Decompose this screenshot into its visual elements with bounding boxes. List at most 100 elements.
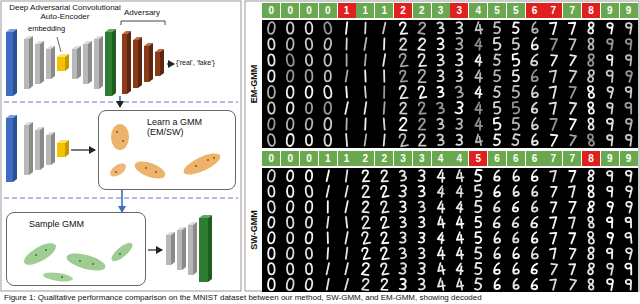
digit-stroke — [568, 71, 576, 83]
layer-slab — [88, 41, 92, 84]
digit-stroke — [569, 217, 576, 228]
digit-stroke — [305, 232, 313, 244]
column-digit: 9 — [626, 6, 632, 16]
flow-arrow — [71, 149, 95, 150]
sample-dot — [155, 171, 157, 173]
digit-stroke — [512, 134, 520, 146]
digit-stroke — [381, 263, 389, 275]
dashed-separator — [4, 102, 238, 103]
digit-stroke — [305, 38, 313, 50]
column-digit: 3 — [419, 154, 425, 164]
digit-stroke — [625, 119, 632, 130]
sample-dot — [61, 276, 63, 278]
digit-stroke — [399, 118, 407, 131]
embedding-cube — [57, 57, 65, 71]
digit-stroke — [437, 54, 443, 65]
digit-stroke — [531, 86, 538, 98]
digit-stroke — [305, 118, 313, 130]
digit-stroke — [324, 134, 331, 146]
digit-stroke — [306, 248, 313, 259]
digit-stroke — [475, 232, 482, 243]
digit-stroke — [625, 248, 632, 259]
digit-stroke — [512, 247, 519, 258]
digit-stroke — [550, 23, 558, 35]
adversary-slab — [155, 52, 160, 76]
figure-heading: Deep Adversarial Convolutional Auto-Enco… — [4, 3, 126, 21]
digit-stroke — [569, 249, 576, 259]
digit-stroke — [383, 38, 384, 49]
column-digit: 4 — [457, 154, 463, 164]
autoencoder-network — [6, 21, 174, 96]
gaussian-blob — [65, 250, 107, 274]
digit-stroke — [287, 216, 294, 228]
layer-slab — [35, 130, 40, 170]
digit-stroke — [286, 38, 294, 50]
sample-grid — [262, 168, 638, 292]
digit-stroke — [419, 186, 425, 196]
input-slab — [6, 118, 13, 182]
digit-stroke — [286, 134, 294, 147]
digit-stroke — [286, 278, 294, 291]
header-cell: 0 — [281, 151, 299, 166]
column-digit: 5 — [494, 6, 500, 16]
digit-stroke — [306, 263, 312, 274]
digit-stroke — [383, 54, 385, 66]
column-digit: 2 — [400, 6, 406, 16]
panel-border — [1, 1, 241, 291]
header-cell: 0 — [300, 3, 318, 18]
gaussian-blob — [181, 149, 223, 179]
digit-stroke — [531, 247, 538, 259]
digit-stroke — [268, 118, 276, 130]
digit-stroke — [364, 38, 366, 50]
output-slab — [199, 218, 208, 282]
sample-dot — [122, 140, 124, 142]
step-arrow — [119, 96, 121, 107]
output-label-box: {'real', 'fake'} — [176, 59, 215, 67]
digit-stroke — [607, 135, 612, 145]
digit-stroke — [268, 102, 275, 114]
digit-stroke — [531, 54, 539, 66]
digit-stroke — [345, 201, 347, 213]
digit-stroke — [569, 279, 576, 290]
digit-stroke — [607, 119, 613, 130]
digit-stroke — [625, 202, 632, 213]
digit-stroke — [362, 216, 369, 228]
digit-stroke — [419, 102, 426, 114]
digit-stroke — [419, 279, 425, 290]
digit-stroke — [346, 170, 348, 182]
digit-stroke — [267, 22, 275, 35]
digit-stroke — [287, 118, 294, 130]
digit-stroke — [456, 263, 463, 274]
digit-stroke — [589, 38, 594, 49]
digit-stroke — [626, 87, 632, 98]
layer-slab — [24, 39, 29, 89]
digit-stroke — [494, 86, 501, 97]
digit-stroke — [569, 55, 576, 66]
digit-stroke — [438, 201, 445, 212]
header-cell: 2 — [375, 151, 393, 166]
digit-stroke — [437, 232, 445, 243]
layer-slab — [40, 41, 44, 84]
gmm-sample-box: Sample GMM — [6, 212, 146, 286]
layer-slab — [51, 46, 55, 79]
digit-stroke — [327, 263, 329, 274]
decoder-network — [21, 215, 212, 283]
digit-stroke — [418, 54, 426, 66]
digit-stroke — [550, 135, 558, 147]
digit-stroke — [456, 186, 463, 197]
digit-stroke — [531, 263, 538, 274]
digit-stroke — [268, 248, 274, 259]
digit-stroke — [438, 38, 444, 49]
header-cell: 2 — [394, 3, 412, 18]
header-cell: 6 — [507, 151, 525, 166]
digit-stroke — [362, 170, 369, 181]
layer-slab — [188, 225, 193, 275]
digit-stroke — [399, 54, 407, 67]
digit-stroke — [625, 233, 632, 244]
digit-stroke — [626, 55, 631, 65]
digit-stroke — [569, 103, 577, 115]
column-digit: 7 — [569, 6, 575, 16]
digit-stroke — [267, 170, 275, 183]
header-cell: 9 — [601, 3, 619, 18]
column-digit: 3 — [400, 154, 406, 164]
